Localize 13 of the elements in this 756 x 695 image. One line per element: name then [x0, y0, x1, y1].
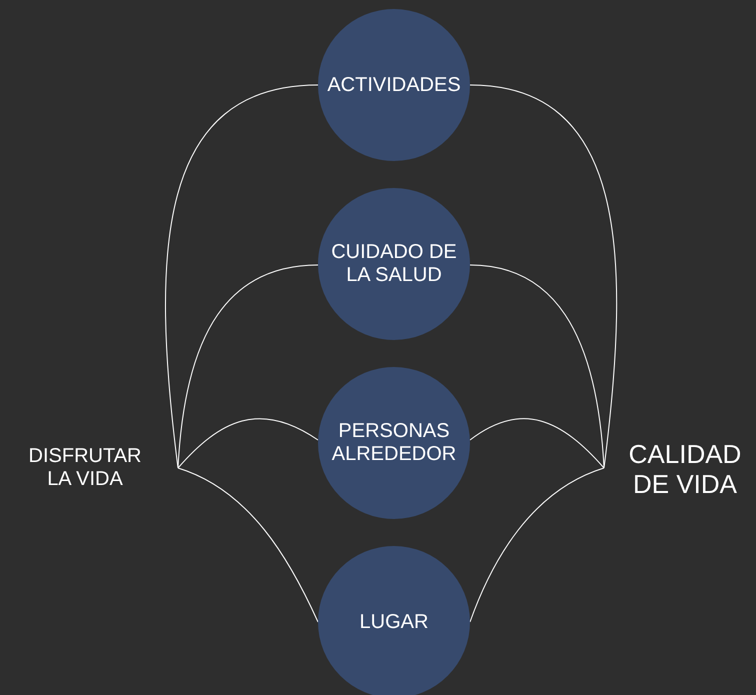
connector-line [178, 468, 318, 622]
circle-label: CUIDADO DE LA SALUD [330, 241, 458, 287]
connector-line [178, 418, 318, 468]
circle-label: PERSONAS ALREDEDOR [330, 420, 458, 466]
connector-line [178, 264, 318, 468]
connector-line [165, 84, 318, 468]
connector-line [470, 468, 604, 622]
connector-line [470, 264, 604, 468]
circle-label: LUGAR [360, 610, 428, 634]
connector-line [470, 418, 604, 468]
side-label: CALIDAD DE VIDA [628, 440, 742, 500]
circle-label: ACTIVIDADES [327, 74, 461, 96]
side-label: DISFRUTAR LA VIDA [28, 445, 142, 491]
